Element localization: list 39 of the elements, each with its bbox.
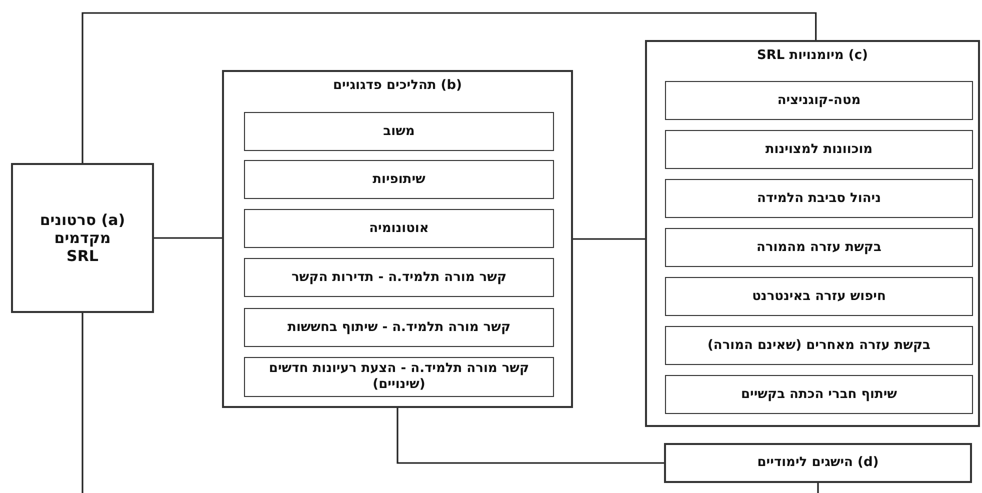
outcome-box xyxy=(664,443,972,483)
box-label: חיפוש עזרה באינטרנט xyxy=(752,288,886,304)
box-label: (a) סרטונים מקדמים SRL xyxy=(38,211,126,265)
box-label: ניהול סביבת הלמידה xyxy=(756,190,882,206)
group-box xyxy=(645,40,980,427)
box-label: בקשת עזרה מאחרים (שאינם המורה) xyxy=(707,338,930,354)
connector-line xyxy=(154,237,222,239)
item-box xyxy=(665,130,973,169)
connector-line xyxy=(573,238,645,240)
box-label: קשר מורה תלמיד.ה - שיתוף בחששות xyxy=(287,320,511,336)
item-box xyxy=(244,357,554,397)
box-label: אוטונומיה xyxy=(369,220,429,236)
item-box xyxy=(244,209,554,248)
item-box xyxy=(665,277,973,316)
source-box xyxy=(11,163,154,313)
item-box xyxy=(244,308,554,347)
item-box xyxy=(244,112,554,151)
item-box xyxy=(244,258,554,297)
group-box xyxy=(222,70,573,408)
box-label: (d) הישגים לימודיים xyxy=(757,455,879,471)
box-label: קשר מורה תלמיד.ה - הצעת רעיונות חדשים (שינויים) xyxy=(268,361,530,393)
group-heading: (b) תהליכים פדגוגיים xyxy=(333,78,462,94)
item-box xyxy=(665,326,973,365)
connector-line xyxy=(396,408,664,464)
box-label: מוכוונות למצוינות xyxy=(765,142,873,158)
box-label: מטה-קוגניציה xyxy=(777,92,861,108)
item-box xyxy=(665,228,973,267)
box-label: קשר מורה תלמיד.ה - תדירות הקשר xyxy=(291,270,507,286)
group-heading: (c) מיומנויות SRL xyxy=(757,48,868,64)
box-label: בקשת עזרה מהמורה xyxy=(756,240,882,256)
item-box xyxy=(665,179,973,218)
item-box xyxy=(665,375,973,414)
connector-line xyxy=(82,313,819,493)
box-label: משוב xyxy=(383,124,415,140)
item-box xyxy=(244,160,554,199)
box-label: שיתופיות xyxy=(372,172,426,188)
box-label: שיתוף חברי הכתה בקשיים xyxy=(740,386,898,402)
connector-line xyxy=(82,12,817,163)
item-box xyxy=(665,81,973,120)
